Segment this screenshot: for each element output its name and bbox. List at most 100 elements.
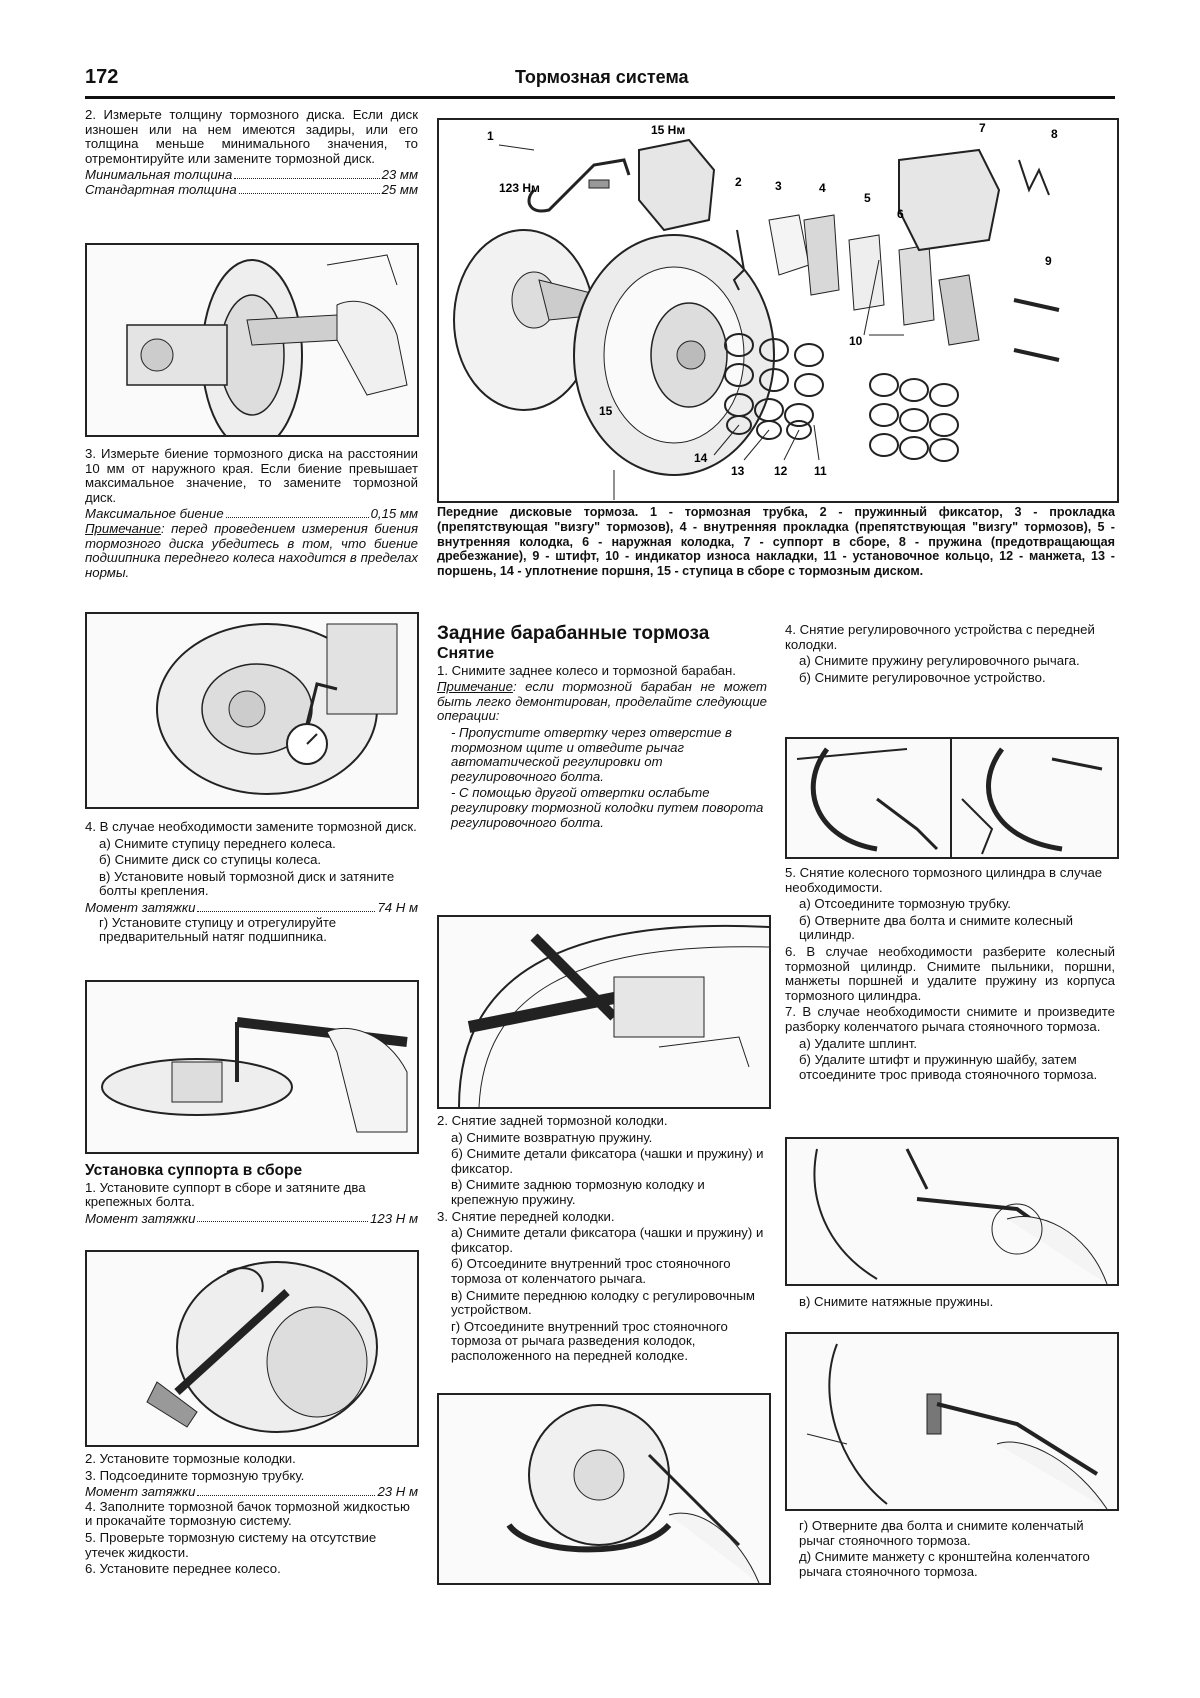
- label-9: 9: [1045, 254, 1052, 268]
- label-5: 5: [864, 191, 871, 205]
- caliper-step-6: 6. Установите переднее колесо.: [85, 1561, 281, 1577]
- left-note: Примечание: перед проведением измерения …: [85, 520, 418, 580]
- caliper-step-4: 4. Заполните тормозной бачок тормозной ж…: [85, 1498, 410, 1529]
- front-shoe-illustration: [506, 1404, 760, 1583]
- disc-thickness-illustration: [126, 254, 408, 435]
- label-11: 11: [814, 464, 827, 478]
- disc-runout-illustration: [156, 623, 398, 795]
- right-col-springs: в) Снимите натяжные пружины.: [785, 1294, 1115, 1312]
- mid-note: Примечание: если тормозной барабан не мо…: [437, 679, 767, 724]
- caliper-step-2: 2. Установите тормозные колодки.: [85, 1451, 296, 1466]
- hub-torque-illustration: [101, 1017, 408, 1133]
- label-7: 7: [979, 121, 986, 135]
- left-step-4c: в) Установите новый тормозной диск и зат…: [99, 868, 395, 899]
- mid-note-dash-1: - Пропустите отвертку через отверстие в …: [451, 724, 732, 784]
- right-step-5: 5. Снятие колесного тормозного цилиндра …: [785, 865, 1103, 895]
- right-step-5b: б) Отверните два болта и снимите колесны…: [799, 912, 1074, 943]
- adjuster-remove-illustration: [961, 747, 1103, 855]
- section-rear-drum-brakes: Задние барабанные тормоза: [437, 623, 710, 644]
- label-6: 6: [897, 207, 904, 221]
- left-step-4a: а) Снимите ступицу переднего колеса.: [99, 835, 336, 851]
- mid-step-3d: г) Отсоедините внутренний трос стояночно…: [451, 1318, 728, 1363]
- mid-step-2b: б) Снимите детали фиксатора (чашки и пру…: [451, 1146, 764, 1176]
- right-col-bottom: г) Отверните два болта и снимите коленча…: [785, 1518, 1115, 1581]
- right-col-cylinder: 5. Снятие колесного тормозного цилиндра …: [785, 865, 1115, 1084]
- right-step-4: 4. Снятие регулировочного устройства с п…: [785, 622, 1095, 652]
- diagram-caption: Передние дисковые тормоза. 1 - тормозная…: [437, 505, 1115, 579]
- label-2: 2: [735, 175, 742, 189]
- mid-note-dash-2: - С помощью другой отвертки ослабьте рег…: [451, 785, 764, 830]
- drum-screwdrivers-illustration: [458, 925, 769, 1107]
- right-step-4a: а) Снимите пружину регулировочного рычаг…: [799, 653, 1080, 669]
- parking-lever-pliers-illustration: [813, 1148, 1108, 1284]
- middle-col-shoes: 2. Снятие задней тормозной колодки. а) С…: [437, 1113, 767, 1366]
- right-col-top: 4. Снятие регулировочного устройства с п…: [785, 622, 1115, 687]
- label-13: 13: [731, 464, 745, 478]
- tension-springs-illustration: [806, 1343, 1108, 1509]
- label-torque-123: 123 Нм: [499, 181, 540, 195]
- page-header: 172 Тормозная система: [85, 60, 1115, 99]
- running-title: Тормозная система: [515, 67, 689, 87]
- caliper-install-illustration: [146, 1261, 378, 1433]
- figure-disc-runout: [85, 612, 419, 809]
- label-torque-15: 15 Нм: [651, 123, 685, 137]
- right-step-7a: а) Удалите шплинт.: [799, 1035, 918, 1051]
- right-step-7b: б) Удалите штифт и пружинную шайбу, зате…: [799, 1052, 1098, 1082]
- left-step-4b: б) Снимите диск со ступицы колеса.: [99, 852, 322, 868]
- left-step-4d: г) Установите ступицу и отрегулируйте пр…: [99, 914, 337, 945]
- right-step-6: 6. В случае необходимости разберите коле…: [785, 943, 1115, 1003]
- figure-caliper-install: [85, 1250, 419, 1447]
- label-15: 15: [599, 404, 613, 418]
- middle-col-top: Задние барабанные тормоза Снятие 1. Сним…: [437, 623, 767, 832]
- mid-step-2: 2. Снятие задней тормозной колодки.: [437, 1113, 668, 1128]
- figure-adjuster-remove: [950, 737, 1119, 859]
- mid-step-3b: б) Отсоедините внутренний трос стояночно…: [451, 1256, 731, 1286]
- label-12: 12: [774, 464, 788, 478]
- mid-step-2c: в) Снимите заднюю тормозную колодку и кр…: [451, 1177, 705, 1207]
- adjuster-spring-illustration: [796, 747, 939, 852]
- left-step-3: 3. Измерьте биение тормозного диска на р…: [85, 446, 418, 505]
- label-3: 3: [775, 179, 782, 193]
- mid-step-3c: в) Снимите переднюю колодку с регулирово…: [451, 1287, 755, 1318]
- figure-adjuster-spring: [785, 737, 952, 859]
- mid-step-1: 1. Снимите заднее колесо и тормозной бар…: [437, 662, 736, 678]
- right-step-7c: в) Снимите натяжные пружины.: [799, 1294, 994, 1309]
- mid-step-2a: а) Снимите возвратную пружину.: [451, 1129, 653, 1145]
- label-14: 14: [694, 451, 708, 465]
- left-step-2: 2. Измерьте толщину тормозного диска. Ес…: [85, 107, 418, 166]
- figure-tension-springs: [785, 1332, 1119, 1511]
- caliper-step-3: 3. Подсоедините тормозную трубку.: [85, 1467, 305, 1483]
- front-brake-exploded-diagram: 1 2 3 4 5 6 7 8 9 10 11 12 13 14 15 15 Н…: [453, 121, 1060, 500]
- label-4: 4: [819, 181, 826, 195]
- subsection-removal: Снятие: [437, 645, 495, 662]
- mid-step-3: 3. Снятие передней колодки.: [437, 1208, 615, 1224]
- left-col-replace: 4. В случае необходимости замените тормо…: [85, 819, 418, 947]
- label-10: 10: [849, 334, 863, 348]
- right-step-7e: д) Снимите манжету с кронштейна коленчат…: [799, 1549, 1090, 1579]
- label-8: 8: [1051, 127, 1058, 141]
- left-col-caliper: Установка суппорта в сборе 1. Установите…: [85, 1162, 418, 1226]
- left-col-top: 2. Измерьте толщину тормозного диска. Ес…: [85, 107, 418, 198]
- figure-front-shoe: [437, 1393, 771, 1585]
- caliper-step-5: 5. Проверьте тормозную систему на отсутс…: [85, 1529, 377, 1560]
- left-step-4: 4. В случае необходимости замените тормо…: [85, 819, 417, 834]
- figure-drum-screwdrivers: [437, 915, 771, 1109]
- right-step-7: 7. В случае необходимости снимите и прои…: [785, 1004, 1115, 1034]
- mid-step-3a: а) Снимите детали фиксатора (чашки и пру…: [451, 1225, 764, 1255]
- right-step-5a: а) Отсоедините тормозную трубку.: [799, 896, 1011, 912]
- figure-front-disc-brake-exploded: 1 2 3 4 5 6 7 8 9 10 11 12 13 14 15 15 Н…: [437, 118, 1119, 503]
- figure-parking-lever-pliers: [785, 1137, 1119, 1286]
- right-step-7d: г) Отверните два болта и снимите коленча…: [799, 1518, 1084, 1548]
- left-col-finish: 2. Установите тормозные колодки. 3. Подс…: [85, 1451, 418, 1579]
- figure-disc-thickness: [85, 243, 419, 437]
- right-step-4b: б) Снимите регулировочное устройство.: [799, 669, 1046, 685]
- caliper-step-1: 1. Установите суппорт в сборе и затяните…: [85, 1179, 366, 1210]
- label-1: 1: [487, 129, 494, 143]
